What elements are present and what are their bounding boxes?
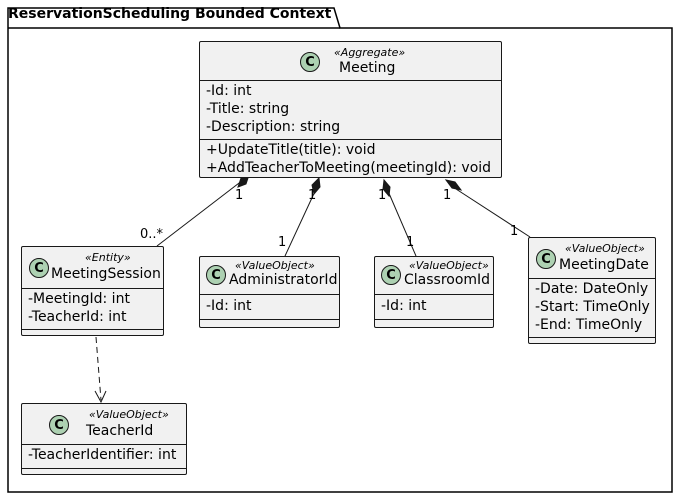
class-meeting-session: C «Entity» MeetingSession -MeetingId: in…	[21, 246, 164, 336]
class-meeting: C «Aggregate» Meeting -Id: int -Title: s…	[199, 41, 502, 178]
dependency-session-teacher	[94, 336, 107, 404]
separator	[200, 319, 339, 320]
separator	[529, 278, 655, 279]
class-icon: C	[300, 52, 320, 72]
attribute: -Date: DateOnly	[535, 281, 649, 297]
attribute: -Description: string	[206, 119, 341, 135]
composition-meeting-administrator: 1 1	[278, 176, 321, 257]
separator	[22, 468, 186, 469]
class-icon: C	[381, 265, 401, 285]
stereotype: «Entity»	[85, 251, 131, 264]
stereotype: «ValueObject»	[409, 259, 489, 272]
separator	[200, 139, 501, 140]
separator	[200, 294, 339, 295]
attribute: -Id: int	[206, 298, 252, 314]
mult-meeting-side-2: 1	[308, 188, 316, 203]
class-name: MeetingSession	[51, 266, 161, 282]
class-icon: C	[29, 258, 49, 278]
attribute: -Title: string	[206, 101, 290, 117]
class-classroom-id: C «ValueObject» ClassroomId -Id: int	[374, 256, 494, 328]
attribute: -Start: TimeOnly	[535, 299, 650, 315]
stereotype: «Aggregate»	[334, 46, 406, 59]
mult-session-side: 0..*	[140, 227, 164, 242]
attribute: -TeacherIdentifier: int	[28, 447, 177, 463]
composition-meeting-date: 1 1	[443, 179, 531, 239]
package-label: ReservationScheduling Bounded Context	[8, 6, 332, 22]
class-name: Meeting	[339, 60, 396, 76]
class-icon: C	[49, 415, 69, 435]
attribute: -Id: int	[381, 298, 427, 314]
mult-meeting-side-3: 1	[378, 188, 386, 203]
mult-meeting-side-1: 1	[235, 188, 243, 203]
composition-meeting-session: 1 0..*	[140, 174, 250, 247]
attribute: -End: TimeOnly	[535, 317, 643, 333]
mult-meeting-side-4: 1	[443, 188, 451, 203]
class-name: TeacherId	[86, 423, 154, 439]
separator	[22, 329, 163, 330]
stereotype: «ValueObject»	[235, 259, 315, 272]
class-meeting-date: C «ValueObject» MeetingDate -Date: DateO…	[528, 237, 656, 344]
package-frame	[7, 7, 673, 493]
class-teacher-id: C «ValueObject» TeacherId -TeacherIdenti…	[21, 403, 187, 475]
method: +UpdateTitle(title): void	[206, 142, 376, 158]
class-name: AdministratorId	[229, 272, 338, 288]
class-administrator-id: C «ValueObject» AdministratorId -Id: int	[199, 256, 340, 328]
mult-classroom-side: 1	[406, 235, 414, 250]
separator	[22, 444, 186, 445]
attribute: -TeacherId: int	[28, 309, 127, 325]
composition-meeting-classroom: 1 1	[378, 178, 417, 257]
mult-date-side: 1	[510, 224, 518, 239]
attribute: -MeetingId: int	[28, 291, 130, 307]
separator	[375, 319, 493, 320]
mult-administrator-side: 1	[278, 235, 286, 250]
class-icon: C	[206, 265, 226, 285]
attribute: -Id: int	[206, 83, 252, 99]
stereotype: «ValueObject»	[89, 408, 169, 421]
method: +AddTeacherToMeeting(meetingId): void	[206, 160, 492, 176]
separator	[200, 80, 501, 81]
separator	[529, 337, 655, 338]
class-icon: C	[536, 249, 556, 269]
class-name: ClassroomId	[404, 272, 491, 288]
stereotype: «ValueObject»	[565, 242, 645, 255]
separator	[22, 288, 163, 289]
separator	[375, 294, 493, 295]
class-name: MeetingDate	[559, 257, 649, 273]
